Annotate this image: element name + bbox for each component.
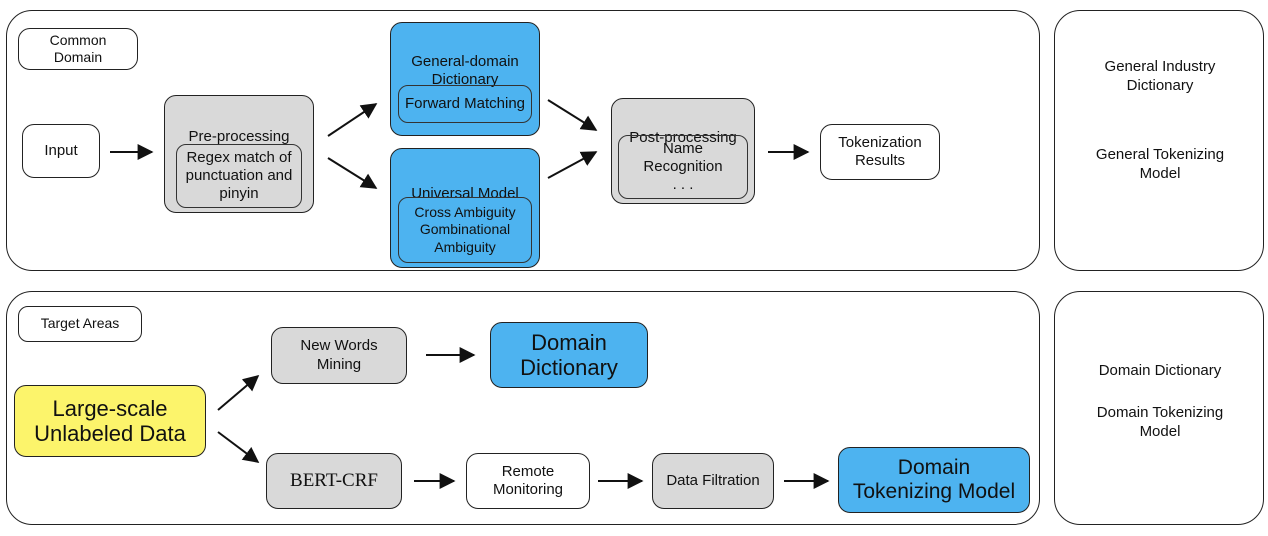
- general-tokenizing-model-label: General Tokenizing Model: [1095, 146, 1225, 182]
- universal-model-node: Universal Model Cross Ambiguity Gombinat…: [390, 148, 540, 268]
- arrow-dictionary-to-postprocessing: [547, 99, 598, 131]
- common-domain-tag: Common Domain: [18, 28, 138, 70]
- remote-monitoring-node: Remote Monitoring: [466, 453, 590, 509]
- preprocessing-node: Pre-processing Regex match of punctuatio…: [164, 95, 314, 213]
- postprocessing-node: Post-processing Name Recognition . . .: [611, 98, 755, 204]
- domain-tokenizing-model-label: Domain Tokenizing Model: [1096, 404, 1224, 440]
- bert-crf-node: BERT-CRF: [266, 453, 402, 509]
- arrow-data-to-newwords: [217, 374, 260, 411]
- target-areas-tag: Target Areas: [18, 306, 142, 342]
- common-domain-side-panel: [1054, 10, 1264, 271]
- domain-dictionary-node: Domain Dictionary: [490, 322, 648, 388]
- input-node: Input: [22, 124, 100, 178]
- preprocessing-detail: Regex match of punctuation and pinyin: [176, 144, 302, 208]
- arrow-data-to-bert: [217, 431, 260, 463]
- postprocessing-title: Post-processing: [629, 128, 737, 146]
- data-filtration-node: Data Filtration: [652, 453, 774, 509]
- new-words-mining-node: New Words Mining: [271, 327, 407, 384]
- preprocessing-title: Pre-processing: [188, 127, 290, 145]
- arrow-preprocessing-to-dictionary: [327, 103, 378, 137]
- domain-tokenizing-model-node: Domain Tokenizing Model: [838, 447, 1030, 513]
- general-industry-dictionary-label: General Industry Dictionary: [1104, 58, 1216, 94]
- arrow-preprocessing-to-model: [327, 157, 378, 189]
- forward-matching-detail: Forward Matching: [398, 85, 532, 123]
- tokenization-results-node: Tokenization Results: [820, 124, 940, 180]
- domain-dictionary-label: Domain Dictionary: [1098, 362, 1222, 379]
- unlabeled-data-node: Large-scale Unlabeled Data: [14, 385, 206, 457]
- general-dictionary-title: General-domain Dictionary: [411, 52, 519, 88]
- target-areas-side-panel: [1054, 291, 1264, 525]
- arrow-model-to-postprocessing: [547, 151, 598, 179]
- general-dictionary-node: General-domain Dictionary Forward Matchi…: [390, 22, 540, 136]
- name-recognition-detail: Name Recognition . . .: [618, 135, 748, 199]
- ambiguity-detail: Cross Ambiguity Gombinational Ambiguity: [398, 197, 532, 263]
